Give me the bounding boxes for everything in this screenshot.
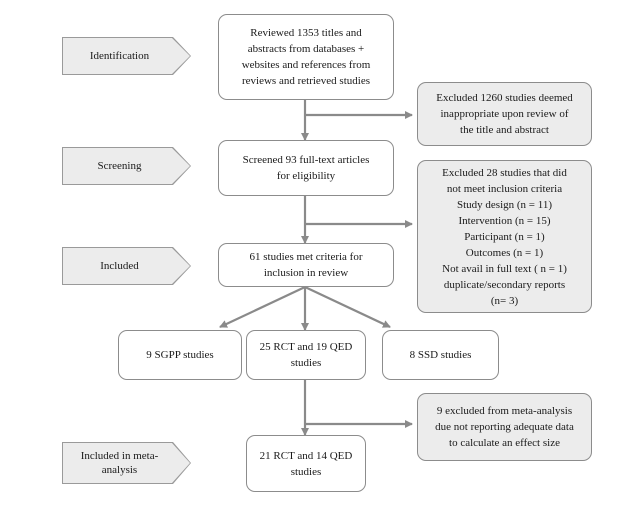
- box-text-line: Study design (n = 11): [456, 198, 552, 211]
- box-text-line: duplicate/secondary reports: [443, 278, 566, 291]
- box-text-line: studies: [290, 357, 322, 369]
- box-text-line: abstracts from databases +: [247, 43, 365, 55]
- box-excluded-1260: Excluded 1260 studies deemed inappropria…: [417, 82, 592, 146]
- box-text-line: inappropriate upon review of: [440, 108, 569, 120]
- box-text-line: due not reporting adequate data: [435, 421, 574, 433]
- box-excluded-9: 9 excluded from meta-analysis due not re…: [417, 393, 592, 461]
- box-text-line: studies: [290, 465, 322, 478]
- box-text-line: Reviewed 1353 titles and: [250, 27, 362, 39]
- stage-label: Identification: [89, 50, 150, 62]
- box-sgpp-studies: 9 SGPP studies: [118, 330, 242, 380]
- box-reviewed-records: Reviewed 1353 titles and abstracts from …: [218, 14, 394, 100]
- box-screened-full-text: Screened 93 full-text articles for eligi…: [218, 140, 394, 196]
- box-text-line: Screened 93 full-text articles: [242, 154, 370, 166]
- box-text-line: 25 RCT and 19 QED: [259, 341, 353, 353]
- box-text-line: inclusion in review: [263, 267, 349, 279]
- box-text-line: 21 RCT and 14 QED: [259, 449, 353, 462]
- box-text-line: 9 excluded from meta-analysis: [436, 405, 573, 417]
- box-text-line: to calculate an effect size: [449, 437, 560, 449]
- box-61-met-criteria: 61 studies met criteria for inclusion in…: [218, 243, 394, 287]
- stage-label: Screening: [97, 160, 142, 172]
- box-text-line: 8 SSD studies: [409, 349, 472, 361]
- box-text-line: for eligibility: [276, 170, 336, 182]
- box-text-line: Excluded 28 studies that did: [442, 166, 567, 179]
- box-text-line: reviews and retrieved studies: [242, 75, 370, 87]
- box-rct-21-qed-14: 21 RCT and 14 QED studies: [246, 435, 366, 492]
- stage-included: Included: [63, 248, 190, 284]
- stage-label: Included: [100, 260, 139, 272]
- box-rct-25-qed-19: 25 RCT and 19 QED studies: [246, 330, 366, 380]
- box-text-line: 9 SGPP studies: [146, 349, 214, 361]
- stage-screening: Screening: [63, 148, 190, 184]
- box-text-line: Outcomes (n = 1): [465, 246, 544, 259]
- arrow-61-to-sgpp: [219, 286, 306, 328]
- box-text-line: (n= 3): [490, 294, 519, 307]
- box-text-line: Excluded 1260 studies deemed: [436, 92, 573, 104]
- stage-label-line: Included in meta-: [80, 450, 159, 462]
- box-excluded-28: Excluded 28 studies that did not meet in…: [417, 160, 592, 313]
- box-text-line: Participant (n = 1): [464, 230, 545, 243]
- box-text-line: websites and references from: [241, 59, 371, 71]
- box-text-line: 61 studies met criteria for: [249, 251, 363, 263]
- box-text-line: Intervention (n = 15): [458, 214, 551, 227]
- box-text-line: Not avail in full text ( n = 1): [442, 262, 567, 275]
- arrow-61-to-ssd: [304, 286, 391, 328]
- stage-included-in-meta-analysis: Included in meta- analysis: [63, 443, 190, 483]
- box-text-line: the title and abstract: [460, 124, 549, 136]
- box-text-line: not meet inclusion criteria: [446, 182, 563, 195]
- box-ssd-studies: 8 SSD studies: [382, 330, 499, 380]
- stage-identification: Identification: [63, 38, 190, 74]
- stage-label-line: analysis: [101, 464, 138, 476]
